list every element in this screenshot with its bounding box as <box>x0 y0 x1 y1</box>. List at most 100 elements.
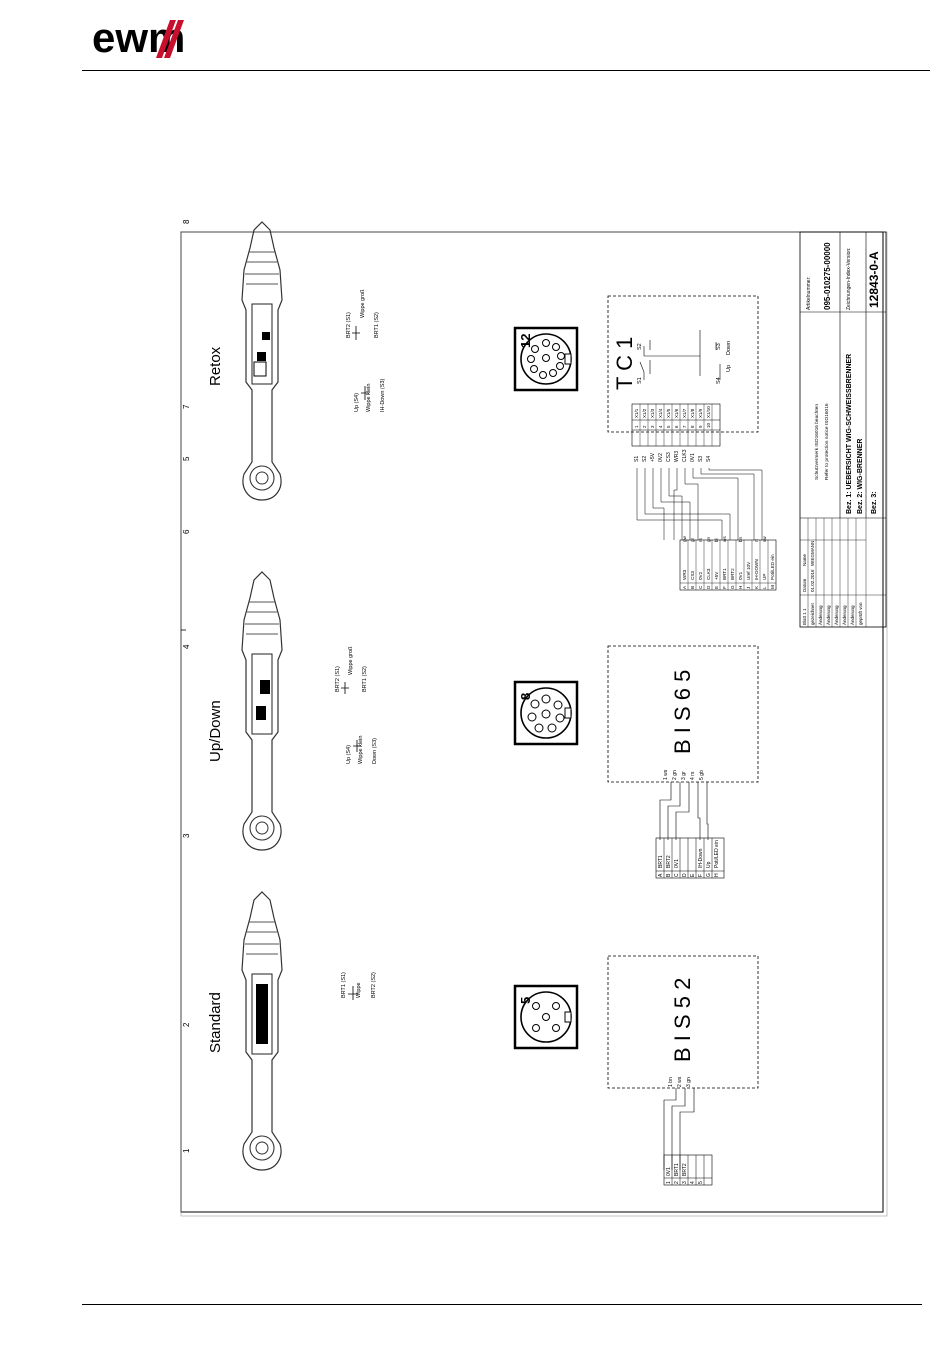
retox-torch <box>241 221 283 501</box>
tb-row-aenderung-4: Änderung <box>841 605 847 625</box>
tb-blatt: Blatt 1 1 <box>802 608 807 625</box>
retox-color-l: sw <box>762 536 767 542</box>
tc-sig-8: 0V1 <box>690 453 696 462</box>
standard-label-brt2: BRT2 (S2) <box>371 972 377 998</box>
tc-sig-10: S4 <box>706 456 712 462</box>
tb-row-geprueft: geprüft von <box>858 602 863 625</box>
updown-pin-c: C <box>674 873 680 877</box>
retox-label-wippe-klein: Wippe klein <box>366 384 372 412</box>
tc-n-5: 5 <box>666 425 671 428</box>
retox-pin-d: D <box>706 585 711 589</box>
tc-n-10: 10 <box>706 422 711 428</box>
retox-sig-k: IH-DOWN <box>754 559 759 580</box>
retox-sig-f: BRT1 <box>722 568 727 580</box>
updown-sig-b: BRT2 <box>666 855 672 868</box>
updown-sig-g: Up <box>706 861 712 868</box>
retox-pin-table: A B C D E F G H J K L M WR3 CS3 0V2 CLK3… <box>679 535 777 591</box>
retox-sig-a: WR3 <box>682 569 687 580</box>
updown-label-up: Up (S4) <box>346 745 352 764</box>
tb-protection-1: Schutzvermerk ISO16016 beachten <box>814 404 820 480</box>
standard-label-brt1: BRT1 (S1) <box>341 972 347 998</box>
tb-row-aenderung-3: Änderung <box>833 605 839 625</box>
tc-n-6: 6 <box>674 425 679 428</box>
grid-col-6: 6 <box>182 529 191 534</box>
updown-title: Up/Down <box>207 700 224 762</box>
updown-label-brt1: BRT1 (S2) <box>362 666 368 692</box>
tc-x-2: X1/2 <box>642 408 647 418</box>
updown-label-brt2: BRT2 (S1) <box>335 666 341 692</box>
grid-col-5: 5 <box>182 456 191 461</box>
updown-pin-a: A <box>658 873 664 877</box>
tc-x-6: X1/6 <box>674 408 679 418</box>
retox-sig-l: UP <box>762 574 767 580</box>
retox-pin-h: H <box>738 586 743 589</box>
tb-datum-value: 01.02.2016 <box>810 569 815 592</box>
tc-n-4: 4 <box>658 425 663 428</box>
tc-sig-2: S2 <box>642 456 648 462</box>
tb-name-label: Name <box>802 553 807 566</box>
tb-name-value: WIEGMANN <box>810 541 815 566</box>
tb-drawing-label: Zeichnungen-Index-Version: <box>846 247 852 310</box>
updown-wire-4: 4 rs <box>690 771 696 780</box>
retox-pin-g: G <box>730 585 735 589</box>
standard-wire-1: 1 bn <box>668 1077 674 1087</box>
retox-sig-d: CLK3 <box>706 568 711 580</box>
retox-color-h: bn <box>738 536 743 542</box>
tc-sig-6: WR3 <box>674 451 680 462</box>
tc-x-8: X1/8 <box>690 408 695 418</box>
standard-pin-count: 5 <box>518 997 533 1004</box>
tb-bez2: Bez. 2: WIG-BRENNER <box>857 439 864 514</box>
header-rule <box>82 70 930 71</box>
standard-connector: 5 <box>513 984 579 1050</box>
tc-x-3: X1/3 <box>650 408 655 418</box>
retox-pin-e: E <box>714 586 719 589</box>
retox-box-label: T C 1 <box>612 337 637 390</box>
standard-label-wippe: Wippe <box>356 982 362 998</box>
tc-n-1: 1 <box>634 425 639 428</box>
retox-switch-up: Up <box>726 365 732 372</box>
retox-pin-c: C <box>698 585 703 589</box>
retox-pin-b: B <box>690 586 695 589</box>
retox-pin-l: L <box>762 586 767 589</box>
grid-col-8: 8 <box>182 219 191 224</box>
standard-box-label: B I S 5 2 <box>670 978 695 1062</box>
updown-pin-b: B <box>666 873 672 877</box>
retox-color-a: gw <box>682 535 687 542</box>
retox-pin-k: K <box>754 585 759 589</box>
standard-title: Standard <box>207 992 224 1053</box>
retox-color-d: gn <box>706 536 711 542</box>
tb-drawing-number: 12843-0-A <box>867 251 881 308</box>
tc-sig-4: 0V2 <box>658 453 664 462</box>
updown-sig-a: BRT1 <box>658 855 664 868</box>
tb-bez3: Bez. 3: <box>871 491 878 514</box>
updown-label-down: Down (S3) <box>372 738 378 764</box>
tc-n-9: 9 <box>698 425 703 428</box>
tb-row-aenderung-2: Änderung <box>825 605 831 625</box>
tc-sig-5: CS3 <box>666 452 672 462</box>
retox-sig-j: Uref 10V <box>746 561 751 580</box>
tb-datum-label: Datum <box>802 578 807 592</box>
updown-sig-f: IH-Down <box>698 848 704 868</box>
retox-switch-down: Down <box>726 341 732 355</box>
retox-label-up: Up (S4) <box>354 393 360 412</box>
retox-sig-h: 0V1 <box>738 571 743 580</box>
retox-pin-a: A <box>682 585 687 589</box>
retox-color-e: bl <box>714 538 719 542</box>
grid-col-4: 4 <box>182 644 191 649</box>
logo-slash-2 <box>164 20 184 58</box>
retox-pin-j: J <box>746 587 751 589</box>
grid-col-1: 1 <box>182 1148 191 1153</box>
tb-row-aenderung-5: Änderung <box>849 605 855 625</box>
retox-switch-s4: S4 <box>716 377 722 384</box>
tc-n-3: 3 <box>650 425 655 428</box>
tb-row-gezeichnet: gezeichnet <box>810 602 815 625</box>
standard-pin-1: 1 <box>666 1181 672 1184</box>
updown-wire-2: 2 gn <box>672 770 678 780</box>
ewm-logo: ewm <box>92 14 227 61</box>
standard-pin-5: 5 <box>698 1181 704 1184</box>
standard-pin-table: 1 2 3 4 5 0V1 BRT1 BRT2 <box>663 1154 713 1186</box>
logo-slash <box>156 20 176 58</box>
retox-label-ihdown: IH-Down (S3) <box>380 379 386 412</box>
updown-pin-e: E <box>690 873 696 877</box>
